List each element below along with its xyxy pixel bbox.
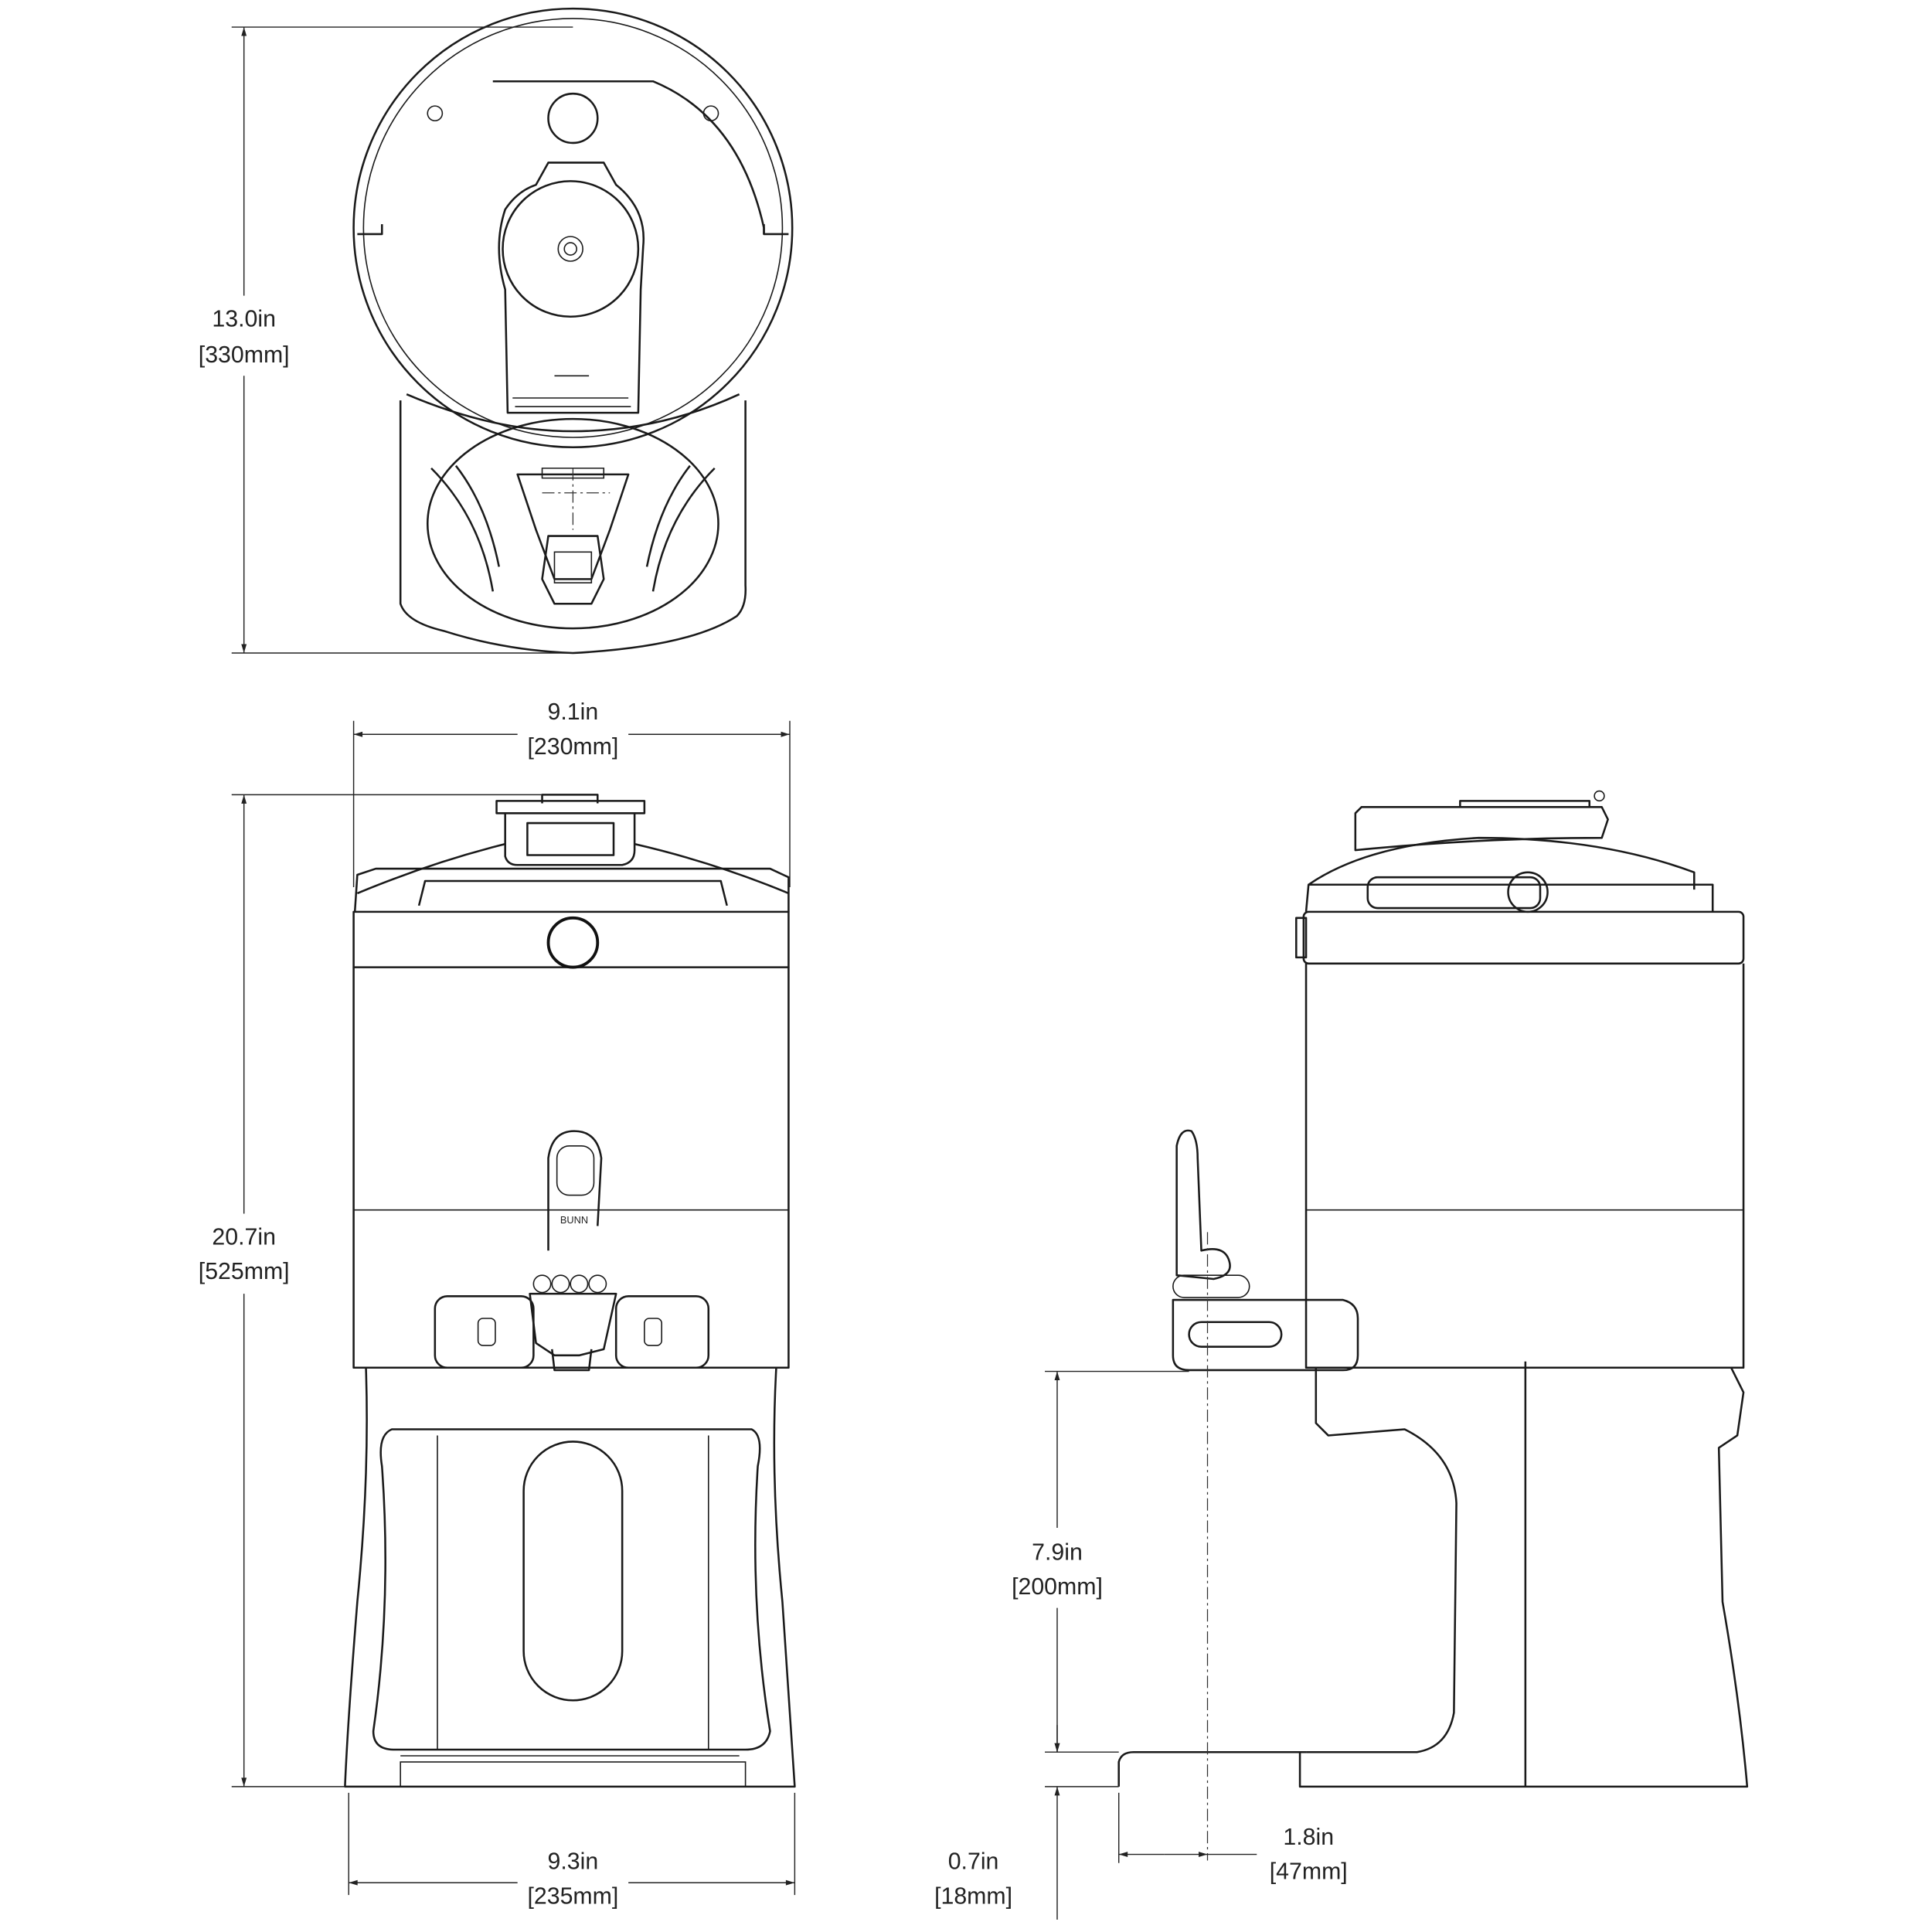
dimension-base-tray: 0.7in [18mm]	[934, 1725, 1119, 1920]
dim-spout-mm: [47mm]	[1270, 1859, 1348, 1884]
dim-tray-mm: [18mm]	[934, 1883, 1012, 1909]
dim-height-mm: [525mm]	[199, 1259, 290, 1284]
dimension-overall-height: 20.7in [525mm]	[199, 794, 543, 1787]
bunn-logo: BUNN	[560, 1214, 588, 1226]
dim-tray-in: 0.7in	[948, 1849, 999, 1875]
dim-base-width-mm: [235mm]	[527, 1883, 618, 1909]
dimension-front-width: 9.1in [230mm]	[352, 699, 791, 887]
dim-front-width-mm: [230mm]	[527, 734, 618, 760]
dim-clearance-mm: [200mm]	[1012, 1574, 1103, 1600]
top-view	[352, 7, 794, 655]
dim-front-width-in: 9.1in	[548, 699, 599, 725]
front-view: BUNN	[344, 794, 796, 1788]
dimension-top-depth: 13.0in [330mm]	[199, 26, 573, 654]
dimension-clearance: 7.9in [200mm]	[1012, 1370, 1189, 1753]
dimension-spout-offset: 1.8in [47mm]	[1117, 1792, 1348, 1884]
dimension-base-width: 9.3in [235mm]	[348, 1792, 796, 1909]
dim-top-depth-in: 13.0in	[212, 307, 276, 332]
dim-clearance-in: 7.9in	[1032, 1539, 1083, 1565]
dim-height-in: 20.7in	[212, 1224, 276, 1250]
dim-base-width-in: 9.3in	[548, 1849, 599, 1875]
dim-top-depth-mm: [330mm]	[199, 342, 290, 368]
dim-spout-in: 1.8in	[1283, 1825, 1334, 1850]
side-view	[1117, 790, 1749, 1861]
